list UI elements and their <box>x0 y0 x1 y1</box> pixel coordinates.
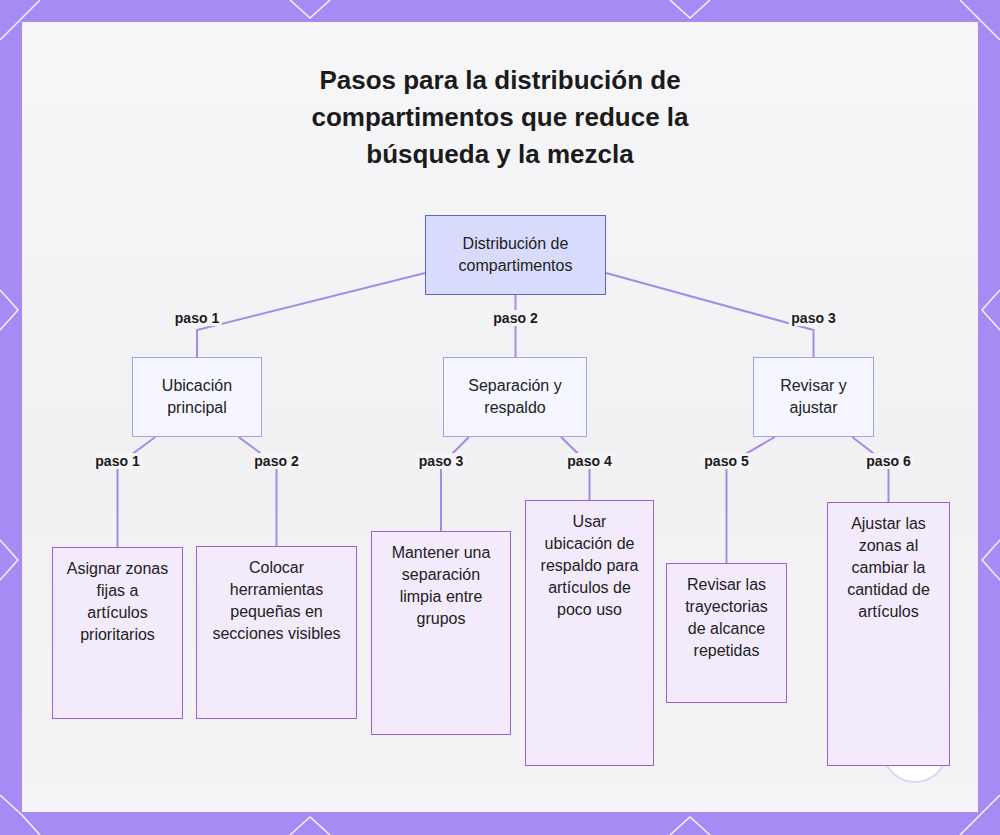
step-box: Colocar herramientas pequeñas en seccion… <box>196 546 357 719</box>
node-text: Revisar y ajustar <box>764 375 863 419</box>
group-box: Separación y respaldo <box>443 357 587 437</box>
group-box: Revisar y ajustar <box>753 357 874 437</box>
node-text: Revisar las trayectorias de alcance repe… <box>679 574 774 662</box>
step-box: Mantener una separación limpia entre gru… <box>371 531 511 735</box>
step-box: Ajustar las zonas al cambiar la cantidad… <box>827 502 950 766</box>
edge-label: paso 2 <box>251 453 301 469</box>
diagram-title: Pasos para la distribución de compartime… <box>260 62 740 173</box>
node-text: Asignar zonas fijas a artículos priorita… <box>65 558 170 646</box>
root-box: Distribución de compartimentos <box>425 215 606 295</box>
node-text: Separación y respaldo <box>454 375 576 419</box>
step-box: Revisar las trayectorias de alcance repe… <box>666 563 787 703</box>
edge-label: paso 1 <box>92 453 142 469</box>
connector-line <box>197 273 425 357</box>
edge-label: paso 6 <box>863 453 913 469</box>
step-box: Usar ubicación de respaldo para artículo… <box>525 500 654 766</box>
node-text: Usar ubicación de respaldo para artículo… <box>538 511 641 621</box>
connector-line <box>852 437 888 502</box>
node-text: Ajustar las zonas al cambiar la cantidad… <box>840 513 937 623</box>
connector-line <box>606 273 814 357</box>
edge-label: paso 4 <box>564 453 614 469</box>
node-text: Colocar herramientas pequeñas en seccion… <box>209 557 344 645</box>
edge-label: paso 3 <box>788 310 838 326</box>
edge-label: paso 3 <box>416 453 466 469</box>
edge-label: paso 5 <box>701 453 751 469</box>
group-box: Ubicación principal <box>132 357 262 437</box>
edge-label: paso 1 <box>172 310 222 326</box>
connector-line <box>441 437 469 531</box>
step-box: Asignar zonas fijas a artículos priorita… <box>52 547 183 719</box>
connector-line <box>515 295 517 357</box>
node-text: Distribución de compartimentos <box>436 233 595 277</box>
node-text: Ubicación principal <box>143 375 251 419</box>
edge-label: paso 2 <box>490 310 540 326</box>
node-text: Mantener una separación limpia entre gru… <box>384 542 498 630</box>
